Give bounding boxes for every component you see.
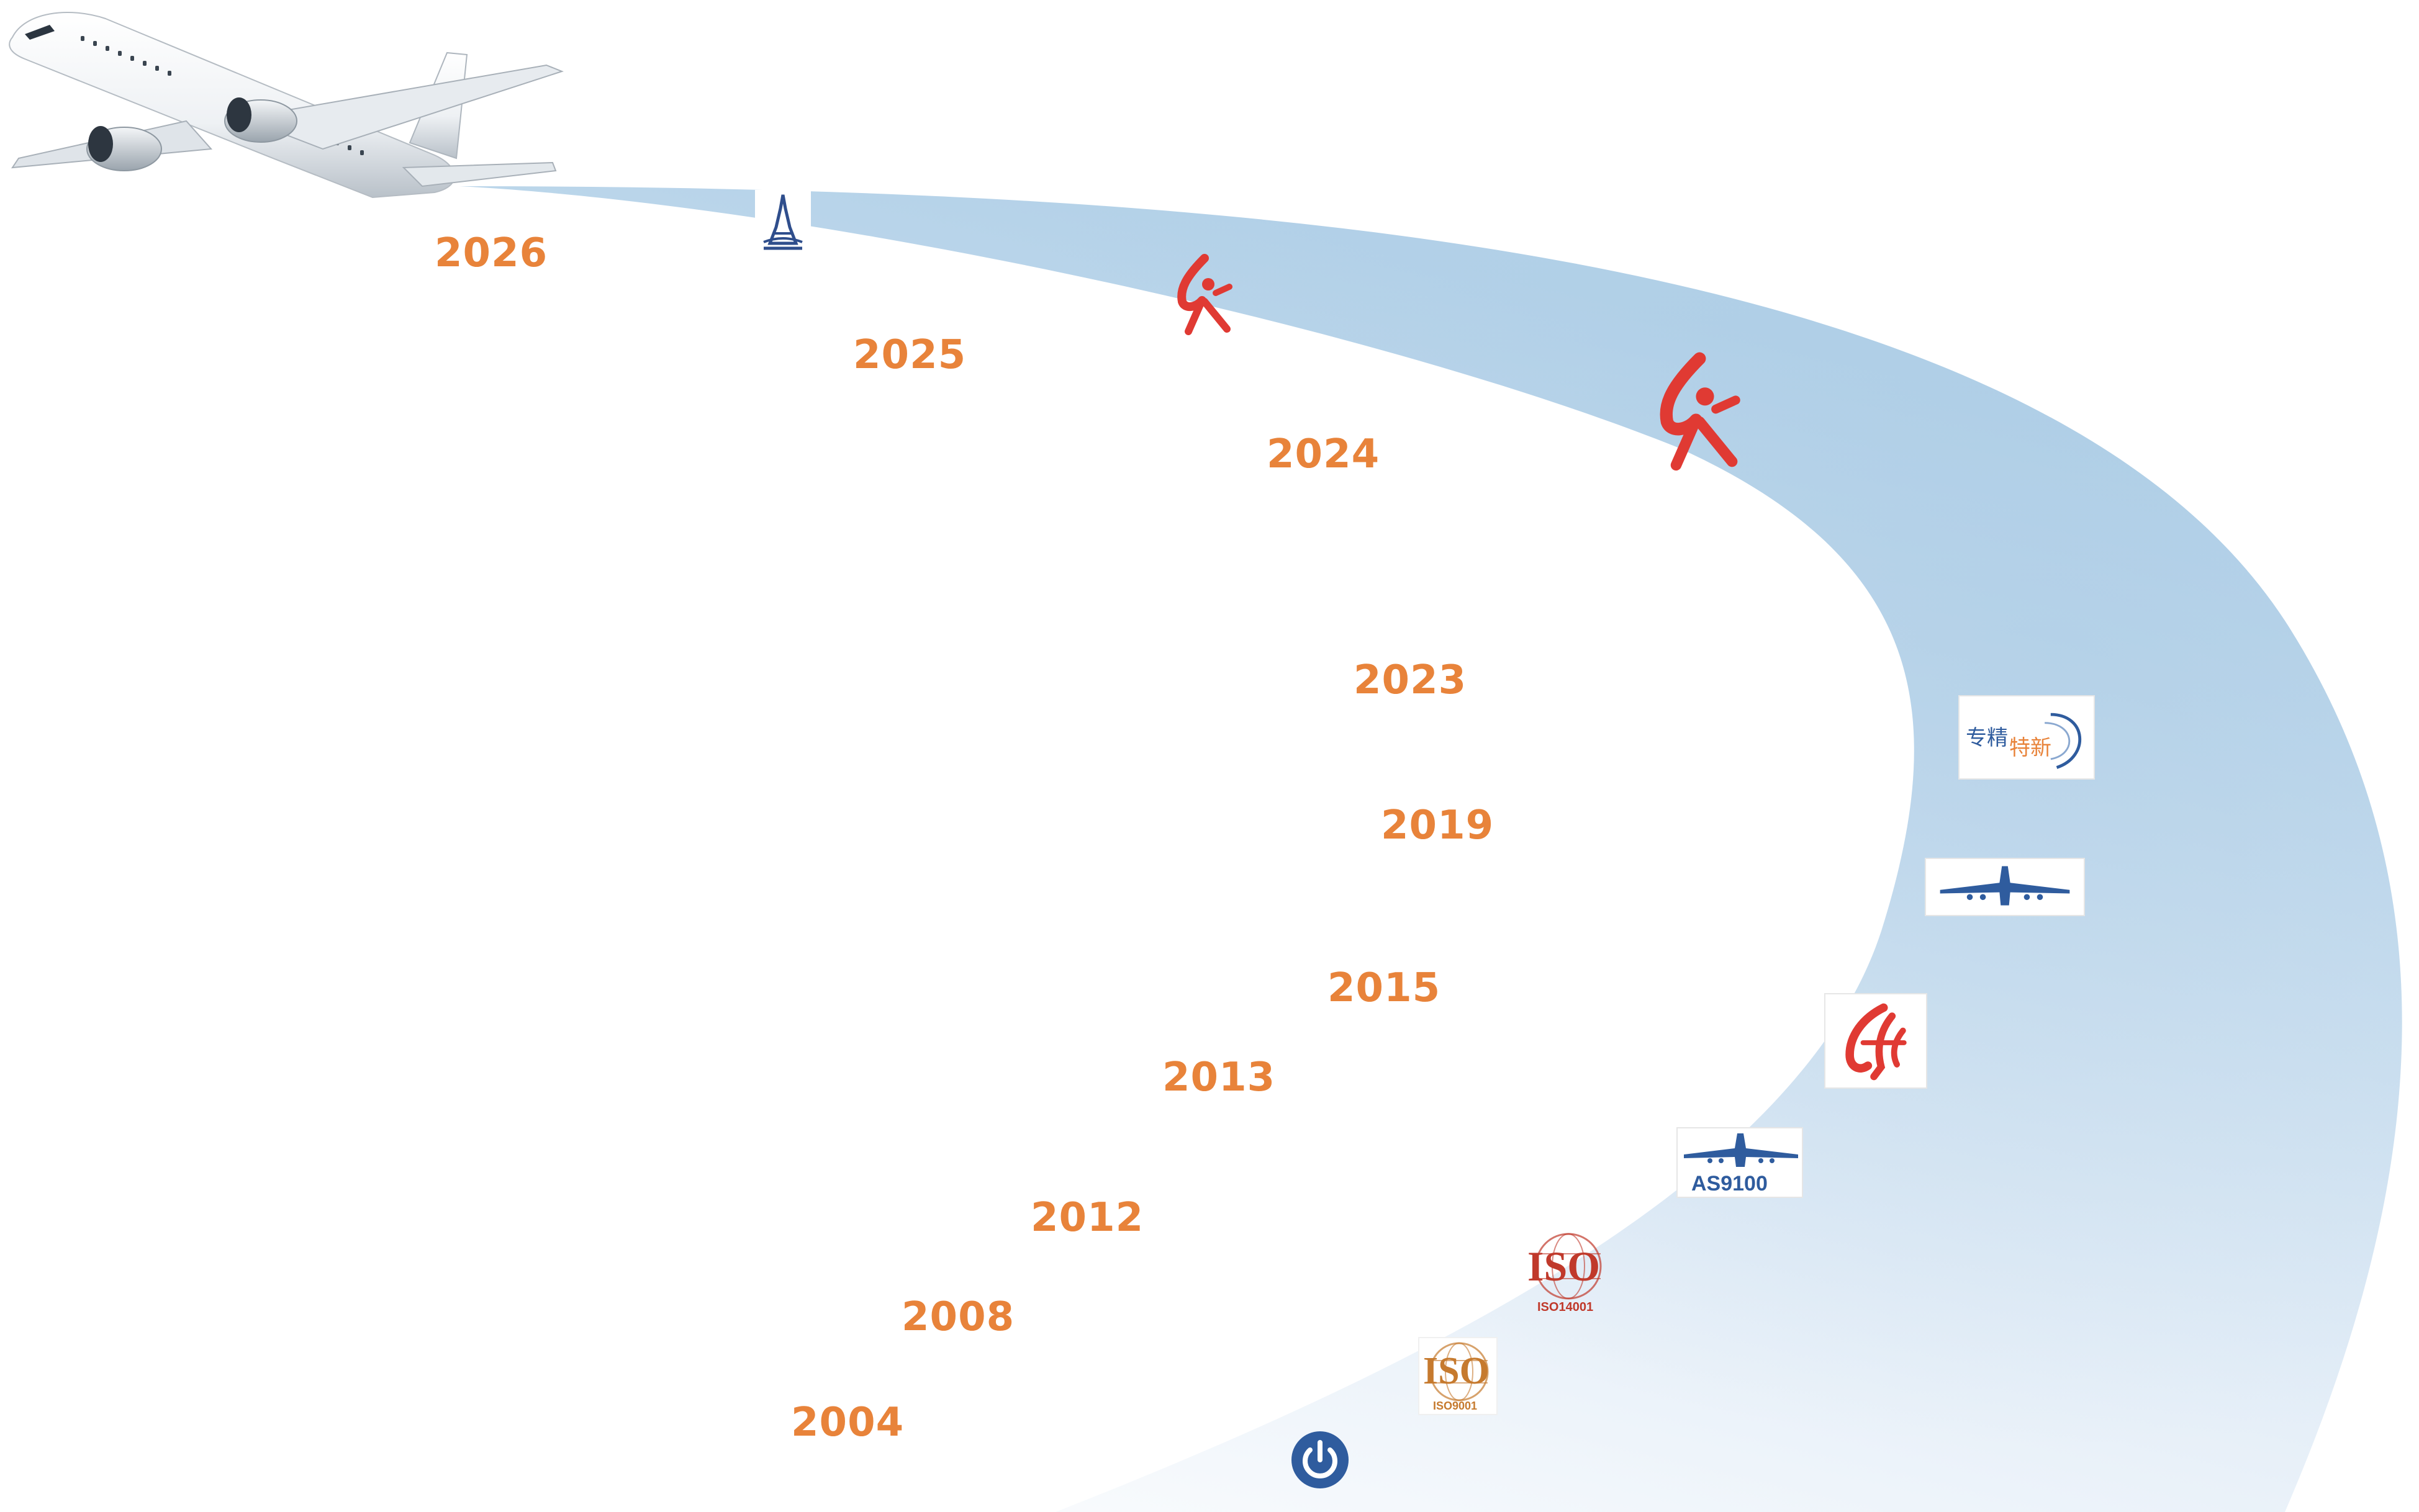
year-label: 2012 — [1031, 1195, 1144, 1241]
year-label: 2023 — [1354, 657, 1467, 703]
badge-text-b: 特新 — [2009, 736, 2051, 760]
power-icon — [1289, 1429, 1351, 1491]
year-label: 2004 — [791, 1400, 905, 1446]
year-label: 2024 — [1267, 431, 1380, 477]
iso-sub: ISO14001 — [1537, 1300, 1594, 1314]
as9100-badge: AS9100 — [1676, 1127, 1803, 1198]
year-label: 2008 — [902, 1294, 1015, 1340]
airplane-photo-icon — [9, 12, 564, 199]
specialized-new-badge-icon: 专精 特新 — [1958, 695, 2095, 780]
iso14001-badge: ISO ISO14001 — [1519, 1229, 1618, 1317]
iso-title: ISO — [1423, 1350, 1490, 1392]
tower-emblem-icon — [755, 190, 811, 252]
year-label: 2013 — [1162, 1055, 1276, 1100]
globe-icon — [1535, 1233, 1602, 1300]
year-label: 2015 — [1327, 965, 1441, 1011]
iso-title: ISO — [1527, 1243, 1601, 1290]
airplane-silhouette-icon — [1684, 1133, 1798, 1167]
red-figure-emblem-icon — [1167, 252, 1236, 339]
globe-icon — [1429, 1342, 1489, 1402]
badge-text-a: 专精 — [1966, 726, 2008, 750]
phoenix-emblem-icon — [1824, 993, 1927, 1089]
iso9001-badge: ISO ISO9001 — [1418, 1337, 1498, 1415]
red-figure-emblem-icon — [1645, 348, 1745, 478]
airplane-silhouette-icon — [1925, 858, 2085, 916]
year-label: 2019 — [1381, 803, 1494, 848]
iso-sub: ISO9001 — [1433, 1400, 1478, 1412]
year-label: 2025 — [853, 332, 967, 378]
year-label: 2026 — [435, 230, 548, 276]
as9100-text: AS9100 — [1691, 1172, 1768, 1195]
